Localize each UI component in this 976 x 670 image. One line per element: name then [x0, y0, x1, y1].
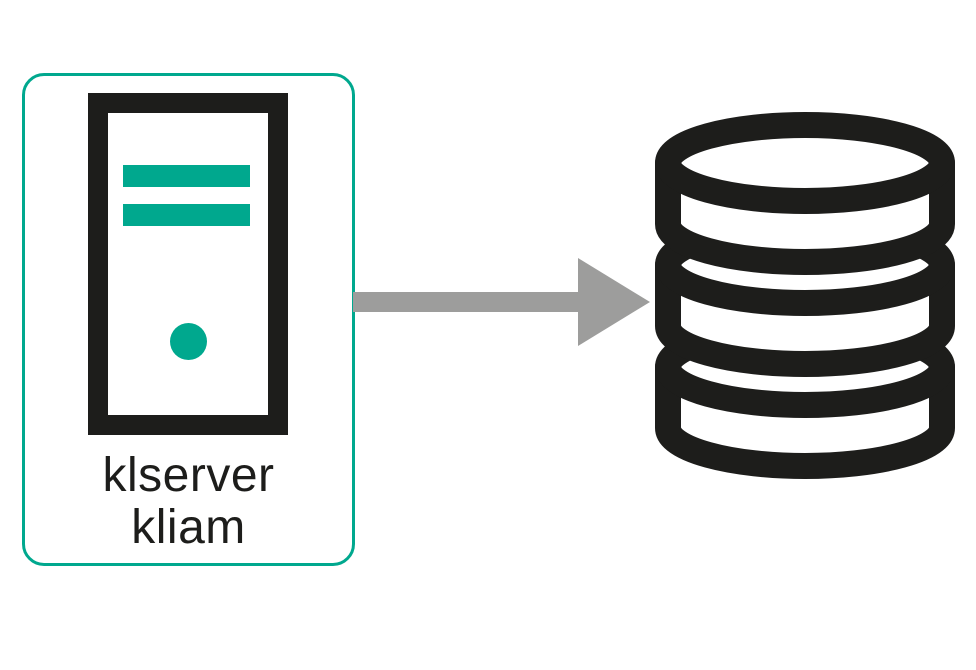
server-drive-bar-icon — [123, 165, 250, 187]
arrow-right-icon — [353, 292, 583, 312]
server-drive-bar-icon — [123, 204, 250, 226]
arrow-right-head-icon — [578, 258, 650, 346]
database-icon — [655, 112, 955, 480]
server-node-label: klserver kliam — [22, 450, 355, 554]
server-account-line: kliam — [131, 501, 246, 554]
server-tower-icon — [88, 93, 288, 435]
server-name-line: klserver — [102, 449, 275, 502]
server-power-dot-icon — [170, 323, 207, 360]
